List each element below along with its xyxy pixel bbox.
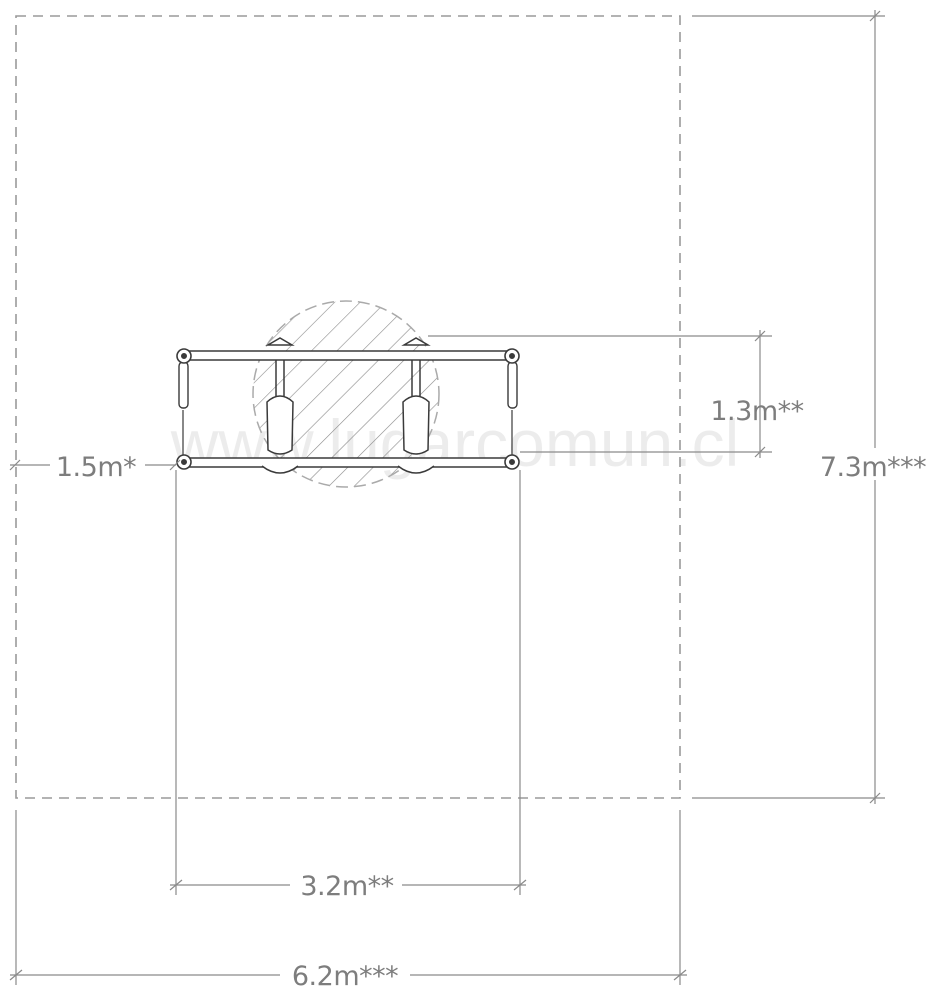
dimension-labels: 6.2m*** 3.2m** 1.3m** 7.3m*** 1.5m* xyxy=(50,396,936,988)
equipment-frame xyxy=(176,348,520,470)
side-clearance-label: 1.5m* xyxy=(56,452,136,483)
dimension-lines xyxy=(9,10,885,985)
seat-right xyxy=(397,337,435,474)
width-total-label: 6.2m*** xyxy=(292,961,398,988)
height-total-label: 7.3m*** xyxy=(820,452,926,483)
safety-zone-outline xyxy=(15,15,681,799)
frame-depth-label: 1.3m** xyxy=(710,396,803,427)
watermark-text: www.lugarcomun.cl xyxy=(170,406,740,480)
seat-left xyxy=(261,337,299,474)
frame-length-label: 3.2m** xyxy=(300,871,393,902)
swing-zone-hatch xyxy=(252,300,440,488)
